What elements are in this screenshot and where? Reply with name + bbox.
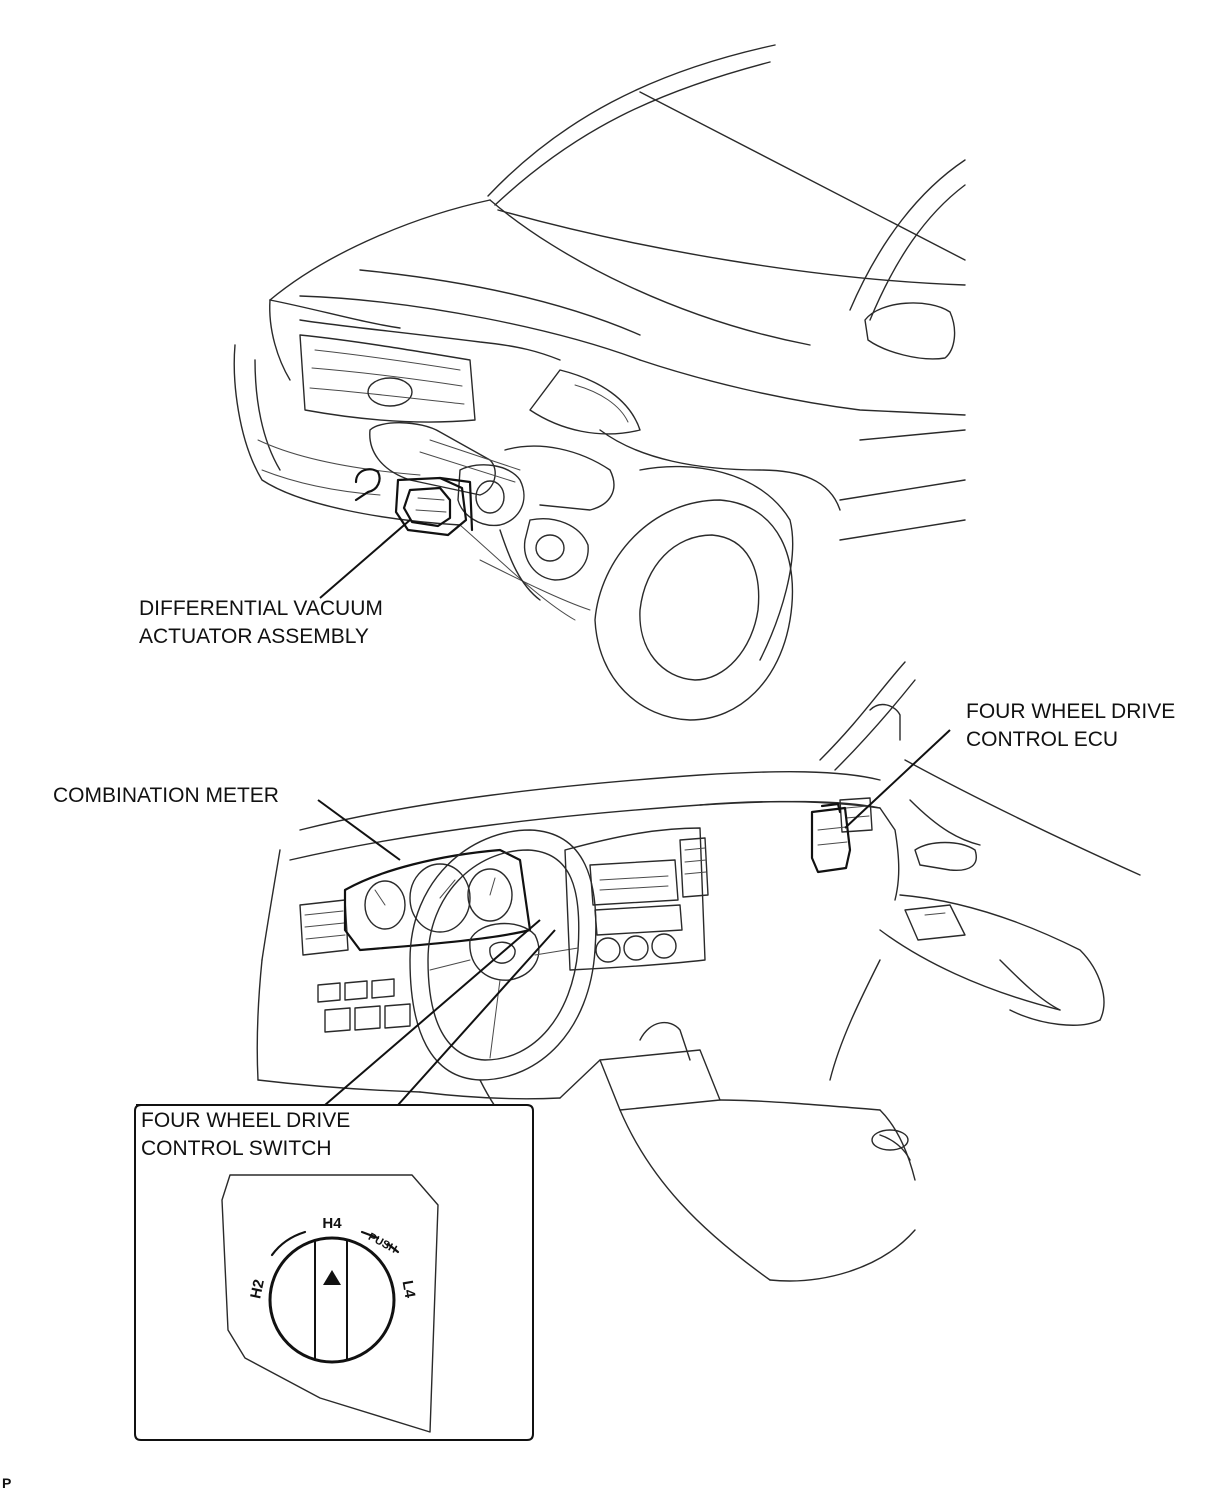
label-differential-actuator-line1: DIFFERENTIAL VACUUM: [139, 597, 383, 620]
leader-4wd-switch-a: [324, 919, 541, 1106]
label-4wd-ecu-line2: CONTROL ECU: [966, 728, 1119, 751]
label-4wd-ecu-line1: FOUR WHEEL DRIVE: [966, 700, 1176, 723]
corner-mark: P: [2, 1475, 12, 1491]
indicator-arrow-icon: [323, 1270, 341, 1285]
label-combination-meter: COMBINATION METER: [53, 784, 279, 807]
leader-differential-actuator: [319, 519, 411, 599]
label-4wd-switch-line1: FOUR WHEEL DRIVE: [141, 1109, 351, 1132]
label-differential-actuator-line2: ACTUATOR ASSEMBLY: [139, 625, 369, 648]
dial-label-l4: L4: [399, 1279, 419, 1300]
dial-label-h2: H2: [247, 1278, 268, 1300]
leader-4wd-ecu: [844, 729, 951, 829]
truck-illustration: [233, 44, 966, 721]
leader-4wd-switch-b: [397, 929, 556, 1106]
label-4wd-switch-line2: CONTROL SWITCH: [141, 1137, 332, 1160]
dial-label-h4: H4: [322, 1215, 342, 1232]
dashboard-illustration: [256, 661, 1141, 1282]
leader-combination-meter: [317, 799, 401, 861]
